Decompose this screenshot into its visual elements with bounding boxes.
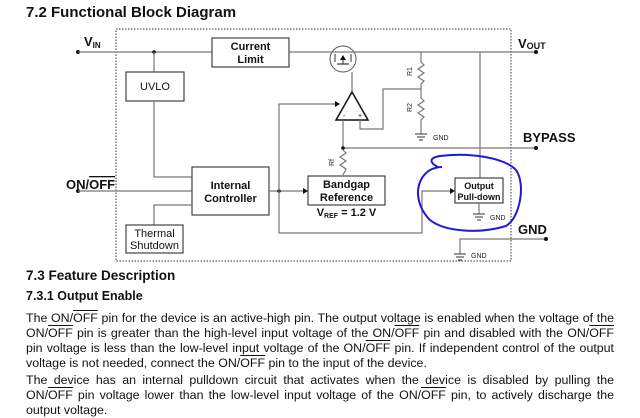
- overline-text: OFF: [421, 388, 446, 402]
- paragraph-text: pin to the input of the device.: [265, 356, 427, 370]
- vin-pin-label: VIN: [84, 34, 101, 50]
- paragraph-text: pin voltage is less than the low-level i…: [26, 341, 344, 355]
- current-limit-label-2: Limit: [237, 54, 264, 66]
- r1-label: R1: [407, 67, 414, 76]
- overline-text: OFF: [73, 311, 98, 325]
- overline-text: OFF: [394, 326, 420, 340]
- internal-controller-label-2: Controller: [204, 193, 257, 205]
- thermal-shutdown-label-1: Thermal: [134, 228, 174, 240]
- paragraph-text: pin is greater than the high-level input…: [72, 326, 373, 340]
- rf-label: Rf: [329, 159, 336, 166]
- bypass-junction: [341, 146, 345, 150]
- bypass-pin-dot: [534, 146, 538, 150]
- thermal-to-controller-wire: [153, 204, 192, 225]
- gnd-label-divider: GND: [433, 135, 449, 142]
- paragraph-text: ON/: [399, 388, 422, 402]
- svg-text:+: +: [358, 113, 362, 120]
- gnd-label-pin: GND: [471, 253, 487, 260]
- gnd-pin-label: GND: [518, 222, 547, 237]
- rf-resistor-icon: [338, 149, 348, 176]
- bandgap-reference-block: [307, 175, 386, 206]
- ground-icon: [415, 133, 427, 141]
- paragraph-text: The device has an internal pulldown circ…: [26, 373, 614, 387]
- section-title: 7.2 Functional Block Diagram: [26, 4, 237, 21]
- current-limit-label-1: Current: [231, 41, 271, 53]
- paragraph-text: ON/: [218, 356, 241, 370]
- controller-to-opamp-wire: [278, 103, 338, 191]
- hand-drawn-circle-annotation: [417, 153, 522, 232]
- output-pulldown-label-1: Output: [464, 181, 494, 191]
- onoff-pin-label: ON/OFF: [66, 177, 115, 192]
- feature-description-title: 7.3 Feature Description: [26, 268, 176, 283]
- output-pulldown-label-2: Pull-down: [458, 192, 501, 202]
- feedback-wire: [359, 88, 421, 130]
- ground-icon: [454, 253, 466, 261]
- vout-pin-label: VOUT: [518, 36, 546, 51]
- error-amplifier-icon: - +: [334, 90, 370, 121]
- paragraph-text: ON/: [26, 326, 49, 340]
- paragraph-text: ON/: [51, 311, 74, 325]
- gnd-pin-dot: [544, 237, 548, 241]
- output-enable-paragraph-1: The ON/OFF pin for the device is an acti…: [26, 311, 614, 371]
- paragraph-text: pin for the device is an active-high pin…: [97, 311, 614, 325]
- overline-text: OFF: [240, 356, 266, 370]
- bandgap-label-1: Bandgap: [323, 179, 370, 191]
- thermal-shutdown-label-2: Shutdown: [130, 240, 179, 252]
- uvlo-to-controller-wire: [153, 101, 192, 178]
- paragraph-text: pin and disabled with the: [419, 326, 568, 340]
- paragraph-text: ON/: [372, 326, 395, 340]
- internal-controller-label-1: Internal: [211, 180, 251, 192]
- r2-resistor-icon: [416, 97, 426, 121]
- uvlo-block: [125, 71, 185, 102]
- paragraph-text: pin. If independent control of the outpu…: [26, 341, 615, 370]
- paragraph-text: ON/: [567, 326, 590, 340]
- paragraph-text: ON/: [26, 388, 49, 402]
- ground-icon: [473, 213, 485, 221]
- gnd-label-pulldown: GND: [490, 215, 506, 222]
- r2-label: R2: [407, 103, 414, 112]
- vref-label: VREF = 1.2 V: [317, 207, 377, 220]
- overline-text: OFF: [365, 341, 391, 355]
- vout-pin-dot: [534, 50, 538, 54]
- overline-text: OFF: [48, 388, 73, 402]
- output-enable-paragraph-2: The device has an internal pulldown circ…: [26, 373, 614, 418]
- bypass-pin-label: BYPASS: [523, 130, 576, 145]
- output-pulldown-block: [454, 177, 504, 204]
- arrow-icon: [450, 188, 455, 194]
- bandgap-label-2: Reference: [320, 192, 373, 204]
- svg-text:-: -: [343, 113, 346, 120]
- output-enable-subtitle: 7.3.1 Output Enable: [26, 289, 143, 303]
- arrow-icon: [335, 101, 340, 107]
- overline-text: OFF: [48, 326, 73, 340]
- overline-text: OFF: [589, 326, 614, 340]
- mosfet-icon: [329, 45, 357, 73]
- uvlo-label: UVLO: [140, 81, 170, 93]
- functional-block-diagram: VIN Current Limit VOUT - + R1 R2 GND: [66, 28, 576, 262]
- device-boundary: [115, 28, 512, 262]
- paragraph-text: ON/: [343, 341, 366, 355]
- arrow-icon: [303, 188, 308, 194]
- r1-resistor-icon: [416, 61, 426, 85]
- thermal-shutdown-block: [125, 224, 184, 254]
- gnd-wire: [459, 238, 546, 254]
- paragraph-text: pin voltage lower than the low-level inp…: [72, 388, 400, 402]
- paragraph-text: The: [26, 311, 52, 325]
- controller-to-pulldown-wire: [278, 190, 453, 234]
